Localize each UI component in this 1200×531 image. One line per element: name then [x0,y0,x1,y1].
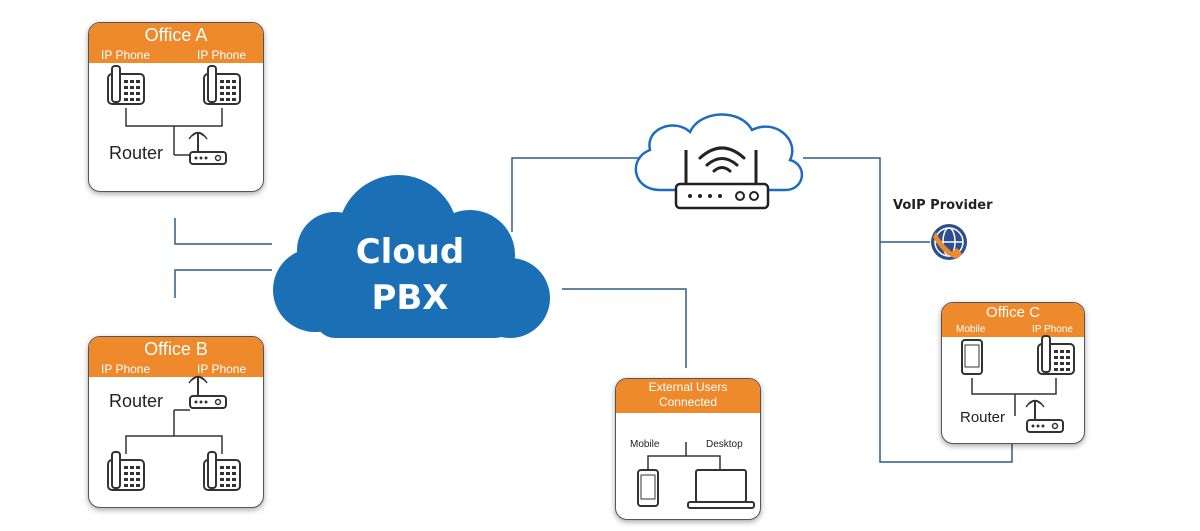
office-a-left-phone-label: IP Phone [101,48,151,62]
cloud-pbx-label-line1: Cloud [355,232,465,272]
external-desktop-icon [687,469,755,509]
office-b-right-phone-label: IP Phone [197,362,247,376]
voip-provider-label: VoIP Provider [893,198,993,213]
office-b-phone-left-icon [107,451,145,491]
office-a-subheader: IP Phone IP Phone [89,47,263,63]
line-pbx-to-external [562,288,687,368]
line-internet-to-voip [803,157,1013,463]
office-b-subheader: IP Phone IP Phone [89,361,263,377]
office-b-router-label: Router [109,391,164,411]
office-a-box: Office A IP Phone IP Phone Router [88,22,264,192]
external-users-title-line2: Connected [658,395,718,409]
office-b-box: Office B IP Phone IP Phone Router [88,336,264,508]
office-c-mobile-icon [961,339,983,375]
office-c-title: Office C [942,303,1084,323]
external-mobile-icon [637,469,659,507]
office-c-subheader: Mobile IP Phone [942,323,1084,337]
external-users-title-line1: External Users [648,380,728,394]
office-b-router-icon [188,375,227,409]
line-office-a-to-cloud [174,218,272,245]
cloud-pbx-label-line2: PBX [371,278,449,318]
external-users-header: External Users Connected [616,379,760,413]
office-b-left-phone-label: IP Phone [101,362,151,376]
office-a-phone-left-icon [107,65,145,105]
line-office-b-to-cloud [174,269,272,298]
external-users-desktop-label: Desktop [706,439,743,450]
office-a-router-icon [188,131,227,165]
office-c-router-label: Router [960,409,1006,426]
office-b-wiring [125,409,223,454]
office-c-wiring [971,378,1057,416]
office-a-title: Office A [89,23,263,47]
external-users-wiring [647,442,721,470]
office-c-ip-phone-label: IP Phone [1032,324,1073,335]
office-b-title: Office B [89,337,263,361]
office-a-wiring [125,108,223,156]
office-b-phone-right-icon [203,451,241,491]
office-c-router-icon [1025,399,1064,433]
office-c-phone-icon [1037,335,1075,375]
office-a-router-label: Router [109,143,164,163]
office-a-right-phone-label: IP Phone [197,48,247,62]
office-c-mobile-label: Mobile [956,324,986,335]
line-pbx-to-internet [511,157,640,232]
office-a-phone-right-icon [203,65,241,105]
external-users-mobile-label: Mobile [630,439,660,450]
